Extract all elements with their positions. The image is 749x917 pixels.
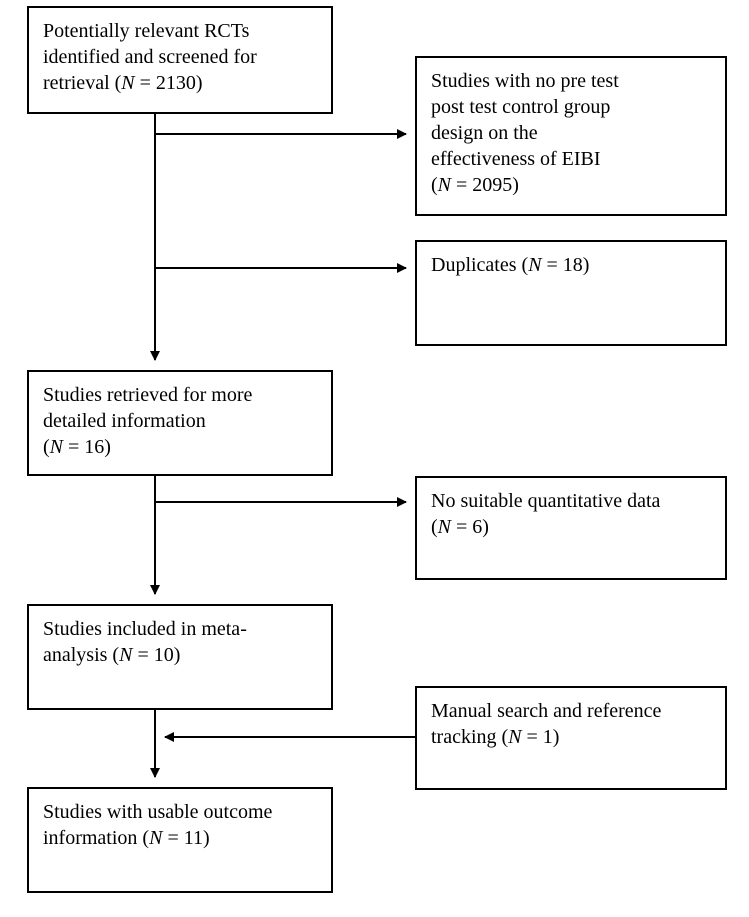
count-line: analysis (N = 10)	[43, 644, 181, 666]
n-label: N	[119, 644, 133, 666]
text-line: Studies with usable outcome	[43, 801, 273, 823]
n-label: N	[149, 827, 163, 849]
text-line: identified and screened for	[43, 46, 257, 68]
box-included: Studies included in meta- analysis (N = …	[27, 604, 333, 710]
text-line: design on the	[431, 122, 538, 144]
text-line: Studies retrieved for more	[43, 384, 253, 406]
count-line: information (N = 11)	[43, 827, 210, 849]
text-line: Studies with no pre test	[431, 70, 619, 92]
n-label: N	[49, 436, 64, 458]
box-excluded-design: Studies with no pre test post test contr…	[415, 56, 727, 216]
text-line: No suitable quantitative data	[431, 490, 661, 512]
box-no-data: No suitable quantitative data (N = 6)	[415, 476, 727, 580]
text-line: effectiveness of EIBI	[431, 148, 601, 170]
count-line: (N = 2095)	[431, 174, 519, 196]
box-retrieved: Studies retrieved for more detailed info…	[27, 370, 333, 476]
count-line: Duplicates (N = 18)	[431, 254, 590, 276]
text-line: detailed information	[43, 410, 206, 432]
count-line: retrieval (N = 2130)	[43, 72, 203, 94]
box-screened: Potentially relevant RCTs identified and…	[27, 6, 333, 114]
n-label: N	[437, 174, 452, 196]
text-line: Potentially relevant RCTs	[43, 20, 250, 42]
text-line: post test control group	[431, 96, 611, 118]
box-usable: Studies with usable outcome information …	[27, 787, 333, 893]
text-line: Manual search and reference	[431, 700, 662, 722]
count-line: (N = 6)	[431, 516, 489, 538]
n-label: N	[508, 726, 522, 748]
n-label: N	[528, 254, 542, 276]
count-line: tracking (N = 1)	[431, 726, 560, 748]
n-label: N	[437, 516, 452, 538]
text-line: Studies included in meta-	[43, 618, 247, 640]
count-line: (N = 16)	[43, 436, 111, 458]
n-label: N	[121, 72, 135, 94]
box-manual: Manual search and reference tracking (N …	[415, 686, 727, 790]
box-duplicates: Duplicates (N = 18)	[415, 240, 727, 346]
